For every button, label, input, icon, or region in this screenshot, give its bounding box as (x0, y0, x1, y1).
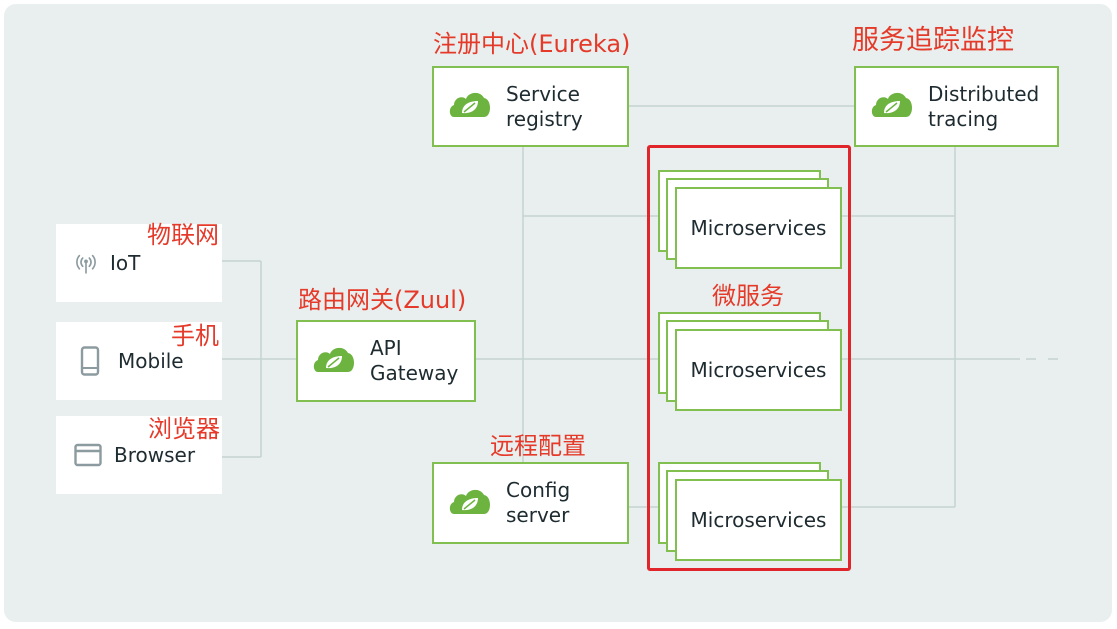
spring-leaf-icon (448, 89, 492, 124)
iot-annotation: 物联网 (147, 221, 219, 249)
browser-window-icon (74, 441, 102, 469)
config-annotation: 远程配置 (490, 432, 586, 460)
microservices-highlight-frame (647, 145, 851, 571)
browser-annotation: 浏览器 (148, 415, 220, 443)
client-iot-label: IoT (110, 250, 141, 275)
stack-sheet-front: Microservices (675, 329, 842, 411)
distributed-tracing-label: Distributed tracing (928, 81, 1040, 131)
api-gateway-label: API Gateway (370, 336, 459, 385)
microservice-label: Microservices (690, 357, 827, 382)
client-mobile: Mobile (56, 322, 222, 400)
microservice-label: Microservices (690, 215, 827, 240)
tracing-annotation: 服务追踪监控 (852, 25, 1014, 56)
client-mobile-label: Mobile (118, 348, 184, 373)
client-iot: IoT (56, 224, 222, 302)
spring-leaf-icon (312, 344, 356, 379)
microservice-label: Microservices (690, 507, 827, 532)
microservices-annotation: 微服务 (712, 282, 784, 310)
stack-sheet-front: Microservices (675, 479, 842, 561)
config-server-box: Config server (432, 462, 629, 544)
client-browser: Browser (56, 416, 222, 494)
antenna-icon (72, 249, 100, 277)
distributed-tracing-box: Distributed tracing (854, 66, 1059, 147)
service-registry-label: Service registry (506, 81, 583, 131)
registry-annotation: 注册中心(Eureka) (433, 30, 631, 58)
gateway-annotation: 路由网关(Zuul) (298, 286, 467, 314)
api-gateway-box: API Gateway (296, 320, 476, 402)
config-server-label: Config server (506, 478, 571, 527)
spring-leaf-icon (870, 89, 914, 124)
mobile-annotation: 手机 (171, 322, 219, 350)
mobile-phone-icon (76, 346, 104, 376)
client-browser-label: Browser (114, 442, 196, 467)
service-registry-box: Service registry (432, 66, 629, 147)
stack-sheet-front: Microservices (675, 187, 842, 269)
spring-leaf-icon (448, 486, 492, 521)
